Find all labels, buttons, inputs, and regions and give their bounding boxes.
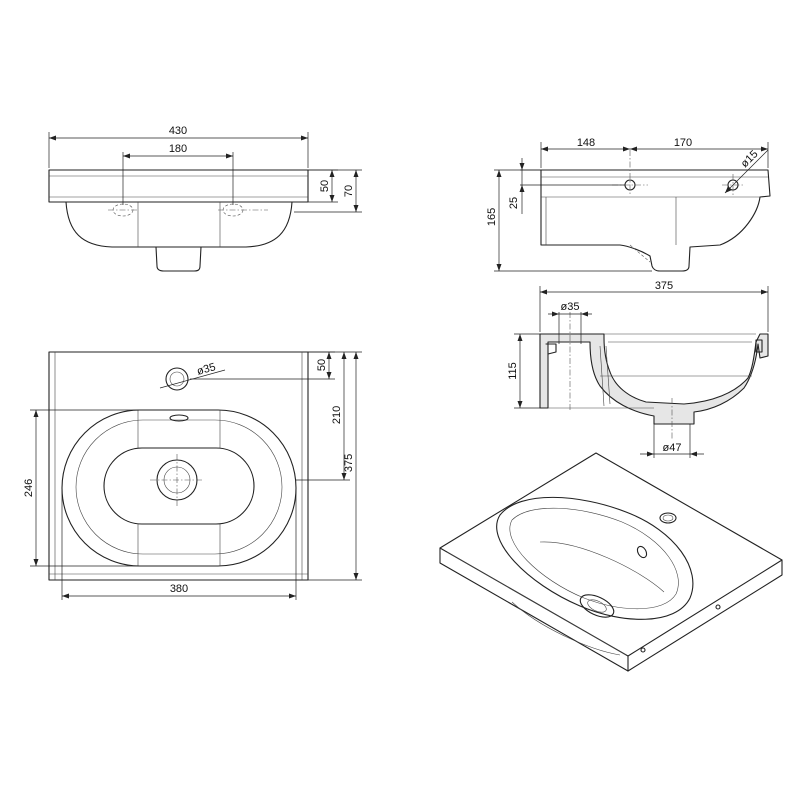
plan-view: ø35 50 210 375 246 380 xyxy=(23,351,362,600)
dim-section-tap-hole-diameter: ø35 xyxy=(561,301,580,313)
dim-bowl-depth: 210 xyxy=(331,406,343,424)
side-view: 148 170 ø15 25 165 xyxy=(486,137,771,272)
dim-hole-offset: 50 xyxy=(316,359,328,371)
dim-bowl-length: 380 xyxy=(170,583,188,595)
dim-total-height: 70 xyxy=(343,185,355,197)
dim-waste-diameter: ø47 xyxy=(663,442,682,454)
dim-section-height: 115 xyxy=(507,362,519,380)
front-view: 430 180 50 70 xyxy=(48,125,362,272)
section-view: 375 ø35 115 ø47 xyxy=(507,280,769,458)
dim-bowl-width: 246 xyxy=(23,479,35,497)
dim-rim-height: 50 xyxy=(319,180,331,192)
dim-tap-hole-spacing: 180 xyxy=(169,143,187,155)
dim-overall-depth: 375 xyxy=(343,454,355,472)
dim-section-overall-depth: 375 xyxy=(655,280,673,292)
dim-overflow-diameter: ø15 xyxy=(739,148,761,170)
dim-side-total-height: 165 xyxy=(486,208,498,226)
isometric-view xyxy=(439,452,783,672)
dim-overall-width: 430 xyxy=(169,125,187,137)
dim-hole-to-front: 170 xyxy=(674,137,692,149)
dim-depth-to-hole: 148 xyxy=(577,137,595,149)
dim-tap-hole-diameter: ø35 xyxy=(196,361,218,378)
dim-hole-height: 25 xyxy=(508,197,520,209)
